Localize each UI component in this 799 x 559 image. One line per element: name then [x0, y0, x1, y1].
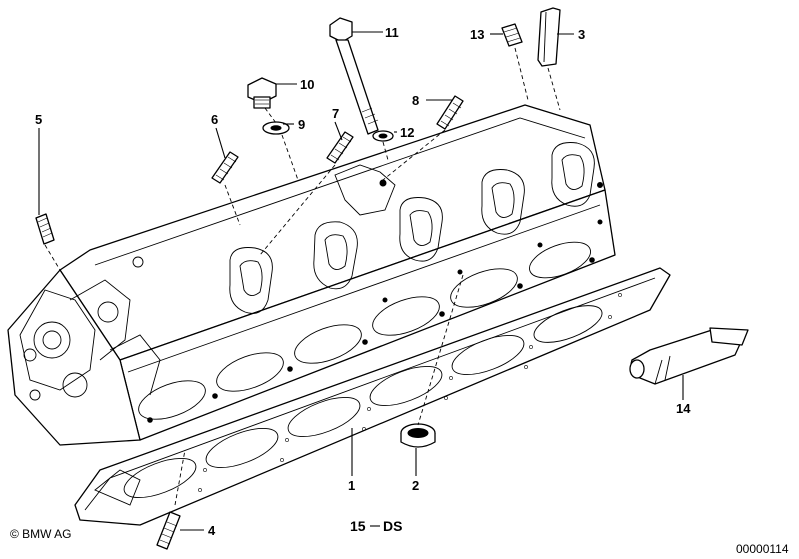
plug-10 [247, 77, 277, 109]
combustion-chambers [138, 241, 591, 420]
stud-4 [156, 511, 181, 550]
exhaust-ports [229, 142, 595, 314]
image-number: 00000114 [736, 542, 789, 556]
callout-4: 4 [208, 523, 216, 538]
centering-ring-2 [400, 423, 436, 448]
dowel-sleeve-3 [537, 7, 561, 67]
stud-6 [211, 151, 239, 184]
bolt-11 [329, 17, 379, 135]
copyright-text: © BMW AG [10, 527, 72, 541]
sealant-tube-14 [629, 327, 749, 385]
head-end-face-details [19, 256, 161, 401]
washer-9 [262, 121, 290, 135]
callout-12: 12 [400, 125, 414, 140]
callout-13: 13 [470, 27, 484, 42]
callout-10: 10 [300, 77, 314, 92]
callout-leaders [38, 31, 684, 531]
callout-14: 14 [676, 401, 691, 416]
callout-2: 2 [412, 478, 419, 493]
callout-6: 6 [211, 112, 218, 127]
callout-8: 8 [412, 93, 419, 108]
callout-1: 1 [348, 478, 355, 493]
sleeve-13 [501, 23, 523, 47]
stud-5 [35, 213, 55, 245]
callout-labels: 1 2 3 4 5 6 7 8 9 10 11 12 13 14 [35, 25, 691, 538]
stud-8 [436, 95, 464, 130]
kit-label-15-ds: 15 DS [350, 518, 402, 534]
callout-5: 5 [35, 112, 42, 127]
callout-7: 7 [332, 106, 339, 121]
label-ds: DS [383, 518, 402, 534]
head-gasket [74, 267, 671, 526]
stud-7 [326, 131, 354, 164]
cylinder-head [7, 104, 616, 446]
washer-12 [372, 130, 394, 142]
label-15: 15 [350, 518, 366, 534]
head-bolt-holes [147, 182, 603, 423]
callout-9: 9 [298, 117, 305, 132]
callout-3: 3 [578, 27, 585, 42]
alignment-lines [44, 47, 561, 506]
callout-11: 11 [385, 25, 399, 40]
